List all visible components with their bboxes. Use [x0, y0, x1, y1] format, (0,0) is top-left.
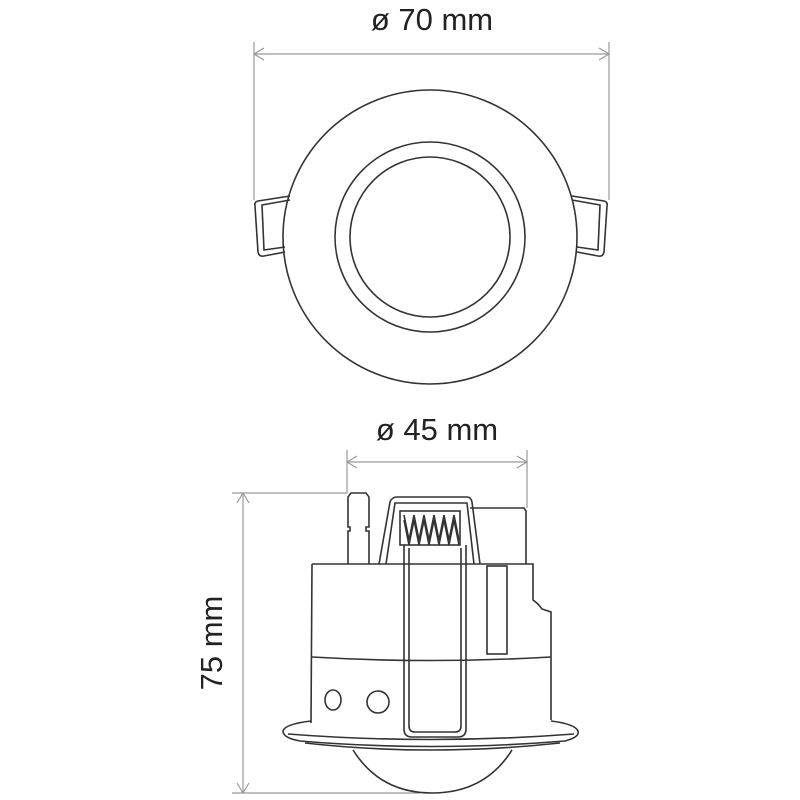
side-slot: [486, 565, 508, 655]
spring-icon: [403, 514, 460, 541]
spring-clip: [403, 545, 467, 738]
screw-hole-left: [324, 689, 342, 711]
outer-rim: [282, 89, 578, 385]
clip-frame: [378, 496, 481, 565]
sensor-body: [310, 563, 552, 724]
lens-ring-outer: [334, 141, 526, 333]
dimension-70mm: ø 70 mm: [252, 2, 611, 200]
top-diameter-label: ø 70 mm: [371, 2, 493, 37]
top-view: ø 70 mm: [252, 2, 611, 385]
left-clip-tab: [254, 195, 291, 257]
connector-block: [470, 507, 527, 564]
terminal-post: [347, 492, 370, 564]
sensor-dome: [352, 749, 513, 794]
spring-housing: [399, 510, 461, 546]
side-view: ø 45 mm 75 mm: [194, 412, 580, 795]
bottom-diameter-label: ø 45 mm: [376, 412, 498, 447]
right-clip-tab: [571, 195, 608, 257]
flange: [282, 720, 580, 748]
dimension-75mm: 75 mm: [194, 491, 420, 795]
screw-hole-right: [366, 690, 390, 714]
lens-ring-inner: [349, 156, 511, 318]
dimension-45mm: ø 45 mm: [345, 412, 529, 508]
height-label: 75 mm: [194, 596, 229, 691]
